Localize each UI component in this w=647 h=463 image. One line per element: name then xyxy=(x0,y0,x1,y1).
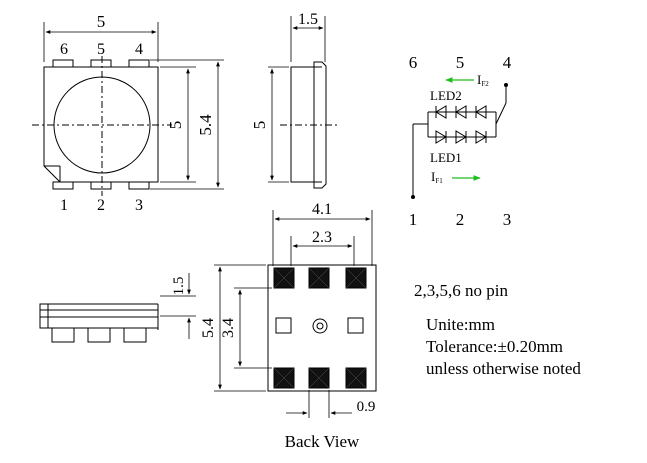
note-no-pin: 2,3,5,6 no pin xyxy=(414,281,508,300)
front-pin-3: 3 xyxy=(135,197,143,214)
led1-diodes xyxy=(435,130,487,144)
front-width-dim: 5 xyxy=(97,12,106,31)
front-body xyxy=(43,66,159,183)
front-pin-2: 2 xyxy=(97,197,105,214)
schematic-pin-2: 2 xyxy=(456,210,465,229)
notes: 2,3,5,6 no pin Unite:mm Tolerance:±0.20m… xyxy=(414,281,581,378)
back-body xyxy=(267,264,377,392)
front-view: 5 6 5 4 5 5.4 1 2 3 xyxy=(32,12,224,214)
if2-label: IF2 xyxy=(477,72,489,88)
led1-label: LED1 xyxy=(430,150,462,165)
schematic-pin-6: 6 xyxy=(409,53,418,72)
side-view: 1.5 5 xyxy=(250,11,338,189)
back-pad-width-dim: 0.9 xyxy=(357,399,376,415)
if1-label: IF1 xyxy=(431,169,443,185)
schematic-pin-1: 1 xyxy=(409,210,418,229)
back-outer-height-dim: 5.4 xyxy=(200,318,217,338)
note-unless: unless otherwise noted xyxy=(426,359,581,378)
front-pin-6: 6 xyxy=(60,41,68,58)
note-unit: Unite:mm xyxy=(426,315,495,334)
led-schematic: 6 5 4 IF2 LED2 LED1 IF1 xyxy=(409,53,512,229)
front-pin-1: 1 xyxy=(60,197,68,214)
led2-diodes xyxy=(435,105,487,119)
bottom-side-view: 1.5 xyxy=(39,273,196,343)
front-pin-5: 5 xyxy=(97,41,105,58)
front-pin-4: 4 xyxy=(135,41,143,58)
back-view: 4.1 2.3 5.4 3.4 xyxy=(200,201,377,451)
schematic-pin-3: 3 xyxy=(503,210,512,229)
side-height-dim: 5 xyxy=(250,121,269,130)
back-pad-pitch-dim: 2.3 xyxy=(312,229,332,246)
front-height-dim: 5 xyxy=(166,121,185,130)
note-tolerance: Tolerance:±0.20mm xyxy=(426,337,563,356)
schematic-pin-4: 4 xyxy=(503,53,512,72)
back-inner-height-dim: 3.4 xyxy=(220,318,237,338)
back-view-caption: Back View xyxy=(285,432,360,451)
side-thickness-dim: 1.5 xyxy=(298,11,318,28)
led2-label: LED2 xyxy=(430,88,462,103)
back-outer-width-dim: 4.1 xyxy=(312,201,332,218)
bottom-side-thickness-dim: 1.5 xyxy=(171,277,187,296)
schematic-pin-5: 5 xyxy=(456,53,465,72)
front-outer-height-dim: 5.4 xyxy=(196,114,215,136)
